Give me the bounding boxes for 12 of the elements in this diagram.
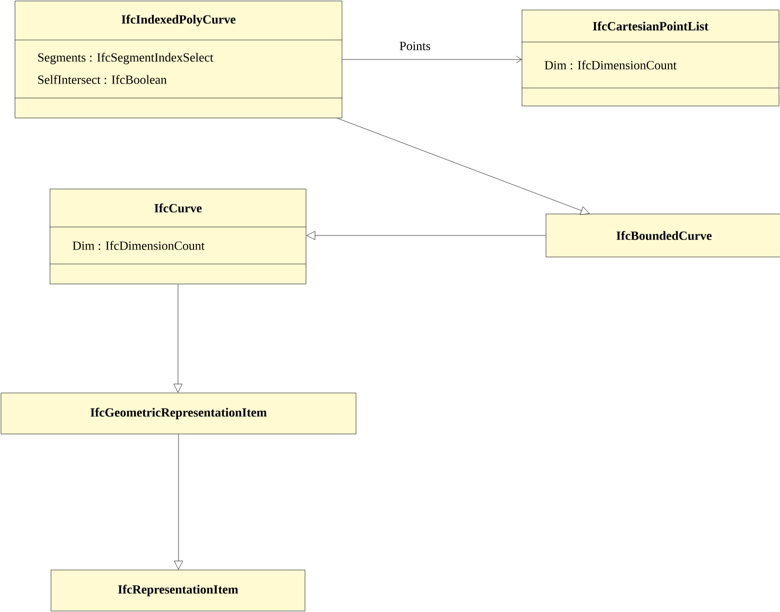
class-box: IfcIndexedPolyCurve Segments : IfcSegmentIndexSelect SelfIntersect : IfcBoolean [14, 0, 342, 118]
class-box: IfcCartesianPointList Dim : IfcDimensionCount [522, 10, 780, 106]
inheritance-arrow [337, 118, 590, 215]
association-arrow [342, 56, 522, 64]
class-box: IfcGeometricRepresentationItem [0, 392, 356, 434]
inheritance-arrow [174, 434, 183, 570]
inheritance-arrow [174, 284, 182, 393]
edge-label: Points [398, 40, 432, 52]
class-box: IfcCurve Dim : IfcDimensionCount [50, 188, 306, 284]
class-box: IfcRepresentationItem [50, 570, 306, 612]
inheritance-arrow [306, 231, 546, 240]
class-box: IfcBoundedCurve [546, 214, 780, 258]
